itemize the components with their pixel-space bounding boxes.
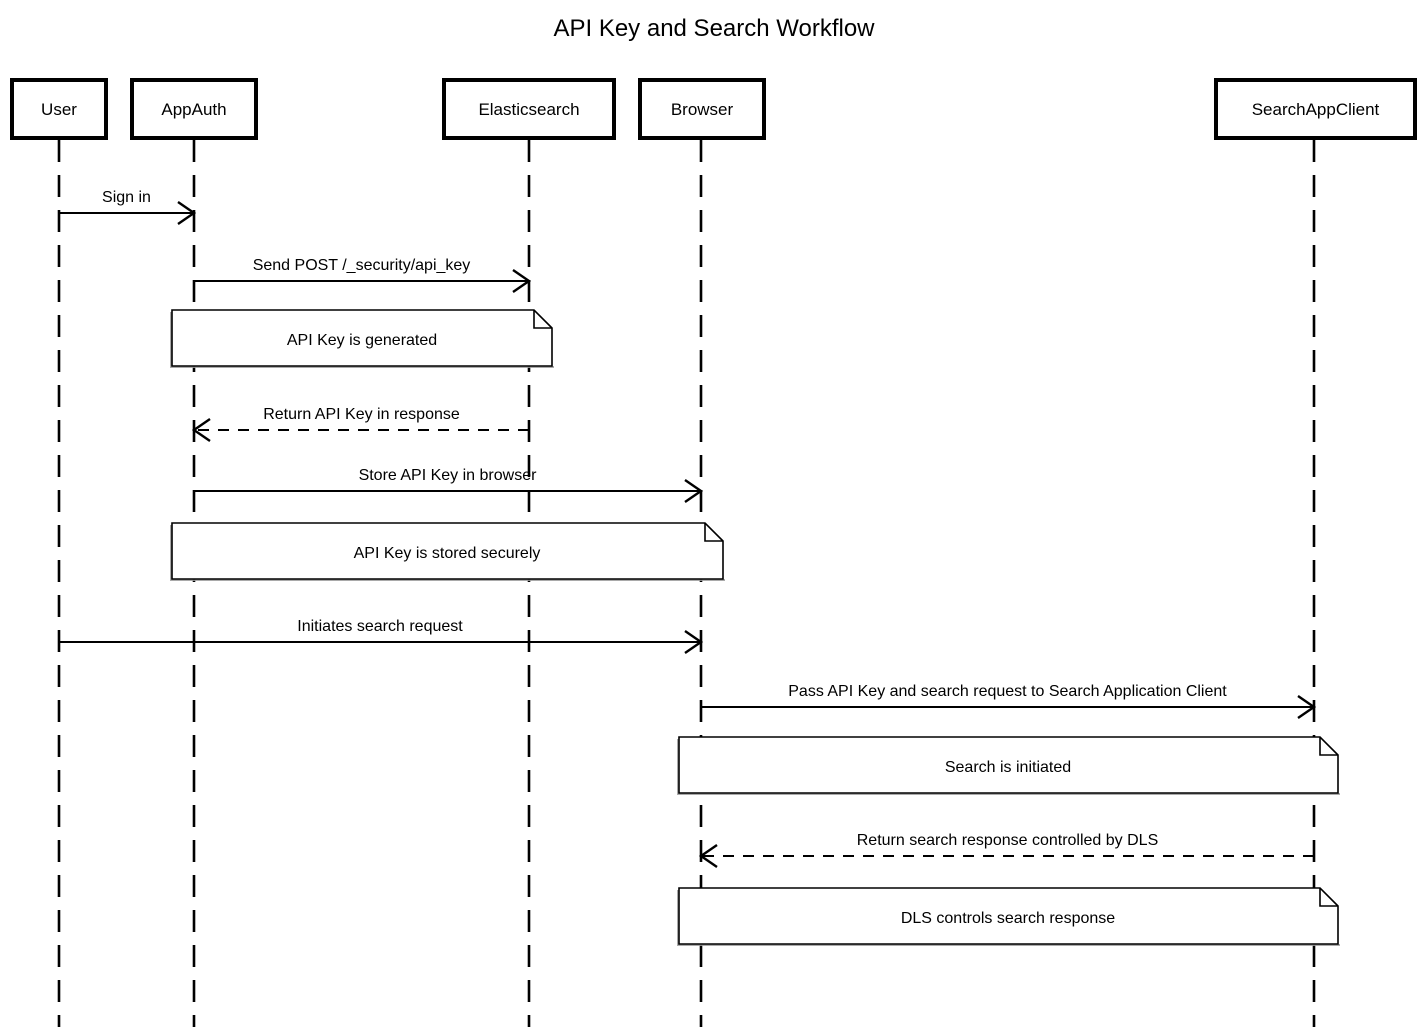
note-fold-2 — [704, 523, 723, 542]
note-body-1 — [171, 309, 553, 367]
participants-group: User AppAuth Elasticsearch Browser SearchApp… — [10, 78, 1417, 140]
participant-box-user — [10, 78, 108, 140]
note-body-3 — [678, 736, 1339, 794]
note-label-2: API Key is stored securely — [354, 545, 541, 562]
note-fold-1 — [533, 310, 552, 329]
note-label-1: API Key is generated — [287, 332, 437, 349]
participant-sac[interactable]: SearchAppClient — [1214, 78, 1417, 140]
message-2: Send POST /_security/api_key — [194, 257, 532, 293]
message-3: Return API Key in response — [191, 406, 529, 442]
arrowhead-2 — [512, 269, 532, 293]
message-label-4: Store API Key in browser — [359, 467, 538, 484]
participant-label-appauth: AppAuth — [161, 100, 226, 119]
message-label-1: Sign in — [102, 189, 151, 206]
message-1: Sign in — [59, 189, 197, 225]
note-4: DLS controls search response — [677, 887, 1340, 946]
participant-label-es: Elasticsearch — [478, 100, 579, 119]
participant-label-browser: Browser — [671, 100, 734, 119]
arrowhead-5 — [684, 630, 704, 654]
lifelines-group — [57, 140, 1316, 1027]
message-7: Return search response controlled by DLS — [698, 832, 1314, 868]
participant-label-sac: SearchAppClient — [1252, 100, 1380, 119]
participant-browser[interactable]: Browser — [638, 78, 766, 140]
note-body-2 — [171, 522, 724, 580]
note-3: Search is initiated — [677, 736, 1340, 795]
participant-user[interactable]: User — [10, 78, 108, 140]
message-label-3: Return API Key in response — [263, 406, 460, 423]
note-fold-3 — [1319, 737, 1338, 756]
participant-box-sac — [1214, 78, 1417, 140]
message-label-5: Initiates search request — [297, 618, 463, 635]
note-label-4: DLS controls search response — [901, 910, 1115, 927]
arrowhead-6 — [1297, 695, 1317, 719]
participant-label-user: User — [41, 100, 77, 119]
note-fold-4 — [1319, 888, 1338, 907]
message-4: Store API Key in browser — [194, 467, 704, 503]
messages-group: Sign in Send POST /_security/api_keyRetur… — [59, 189, 1317, 868]
page-title: API Key and Search Workflow — [553, 15, 875, 42]
arrowhead-4 — [684, 479, 704, 503]
note-body-4 — [678, 887, 1339, 945]
note-2: API Key is stored securely — [170, 522, 725, 581]
message-label-7: Return search response controlled by DLS — [857, 832, 1159, 849]
participant-box-appauth — [130, 78, 258, 140]
arrowhead-7 — [698, 844, 718, 868]
message-5: Initiates search request — [59, 618, 704, 654]
participant-es[interactable]: Elasticsearch — [442, 78, 616, 140]
note-1: API Key is generated — [170, 309, 554, 368]
note-label-3: Search is initiated — [945, 759, 1071, 776]
participant-box-es — [442, 78, 616, 140]
participant-box-browser — [638, 78, 766, 140]
arrowhead-3 — [191, 418, 211, 442]
arrowhead-1 — [177, 201, 197, 225]
participant-appauth[interactable]: AppAuth — [130, 78, 258, 140]
message-label-6: Pass API Key and search request to Searc… — [788, 683, 1227, 700]
message-label-2: Send POST /_security/api_key — [253, 257, 471, 274]
message-6: Pass API Key and search request to Searc… — [701, 683, 1317, 719]
